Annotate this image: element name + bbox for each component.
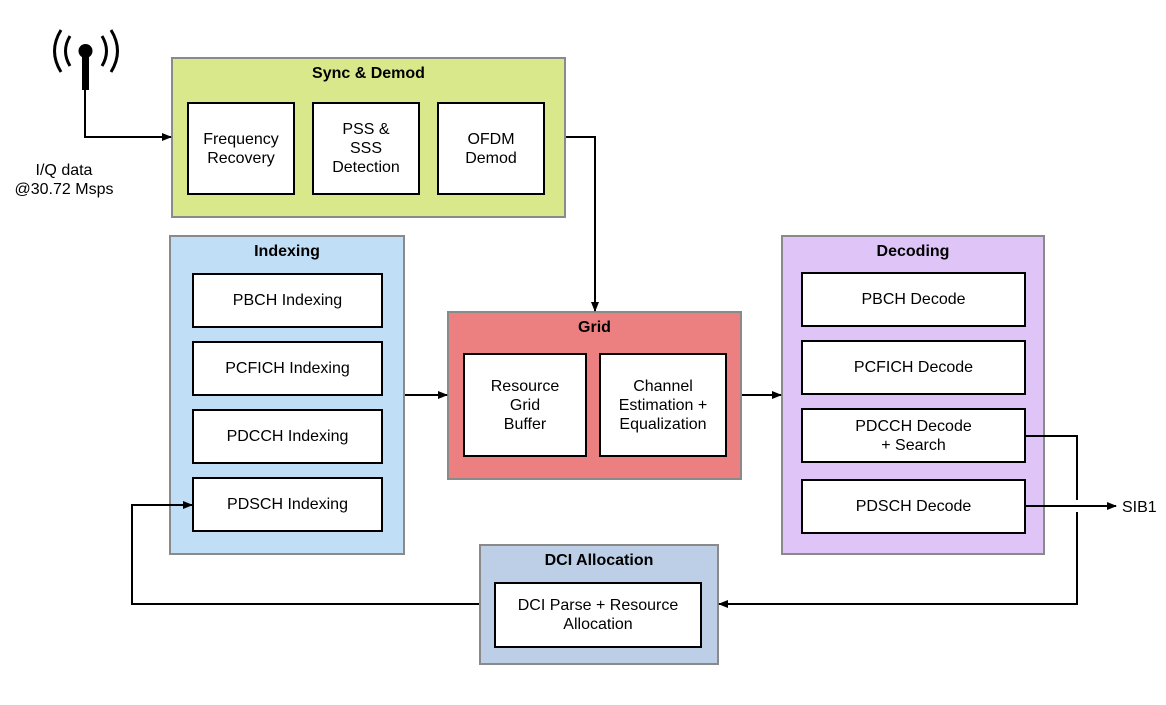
- pbch-decode-block[interactable]: PBCH Decode: [801, 272, 1026, 327]
- pdcch-decode-block[interactable]: PDCCH Decode + Search: [801, 408, 1026, 463]
- pdsch-indexing-block[interactable]: PDSCH Indexing: [192, 477, 383, 532]
- ofdm-demod-block[interactable]: OFDM Demod: [437, 102, 545, 195]
- grid-title: Grid: [578, 319, 611, 336]
- resource-grid-buffer-block[interactable]: Resource Grid Buffer: [463, 353, 587, 457]
- input-label: I/Q data @30.72 Msps: [14, 162, 114, 198]
- indexing-title: Indexing: [254, 243, 320, 260]
- dci-parse-block[interactable]: DCI Parse + Resource Allocation: [494, 582, 702, 648]
- pbch-indexing-block[interactable]: PBCH Indexing: [192, 273, 383, 328]
- wire-pdcch-decode-to-dci-lower: [718, 512, 1078, 608]
- channel-estimation-block[interactable]: Channel Estimation + Equalization: [599, 353, 727, 457]
- dci-allocation-title: DCI Allocation: [544, 552, 654, 569]
- wire-ofdm-to-grid: [566, 136, 599, 312]
- pdsch-decode-block[interactable]: PDSCH Decode: [801, 479, 1026, 534]
- frequency-recovery-block[interactable]: Frequency Recovery: [187, 102, 295, 195]
- antenna-icon: [53, 29, 119, 90]
- output-label: SIB1: [1122, 499, 1157, 516]
- pcfich-indexing-block[interactable]: PCFICH Indexing: [192, 341, 383, 396]
- pss-sss-detection-block[interactable]: PSS & SSS Detection: [312, 102, 420, 195]
- sync-demod-title: Sync & Demod: [312, 65, 425, 82]
- decoding-title: Decoding: [876, 243, 950, 260]
- pdcch-indexing-block[interactable]: PDCCH Indexing: [192, 409, 383, 464]
- pcfich-decode-block[interactable]: PCFICH Decode: [801, 340, 1026, 395]
- wire-antenna-to-frequency-recovery: [84, 88, 172, 141]
- wire-dci-to-pdsch-indexing: [131, 501, 479, 605]
- wire-pdcch-decode-to-dci: [1026, 435, 1078, 500]
